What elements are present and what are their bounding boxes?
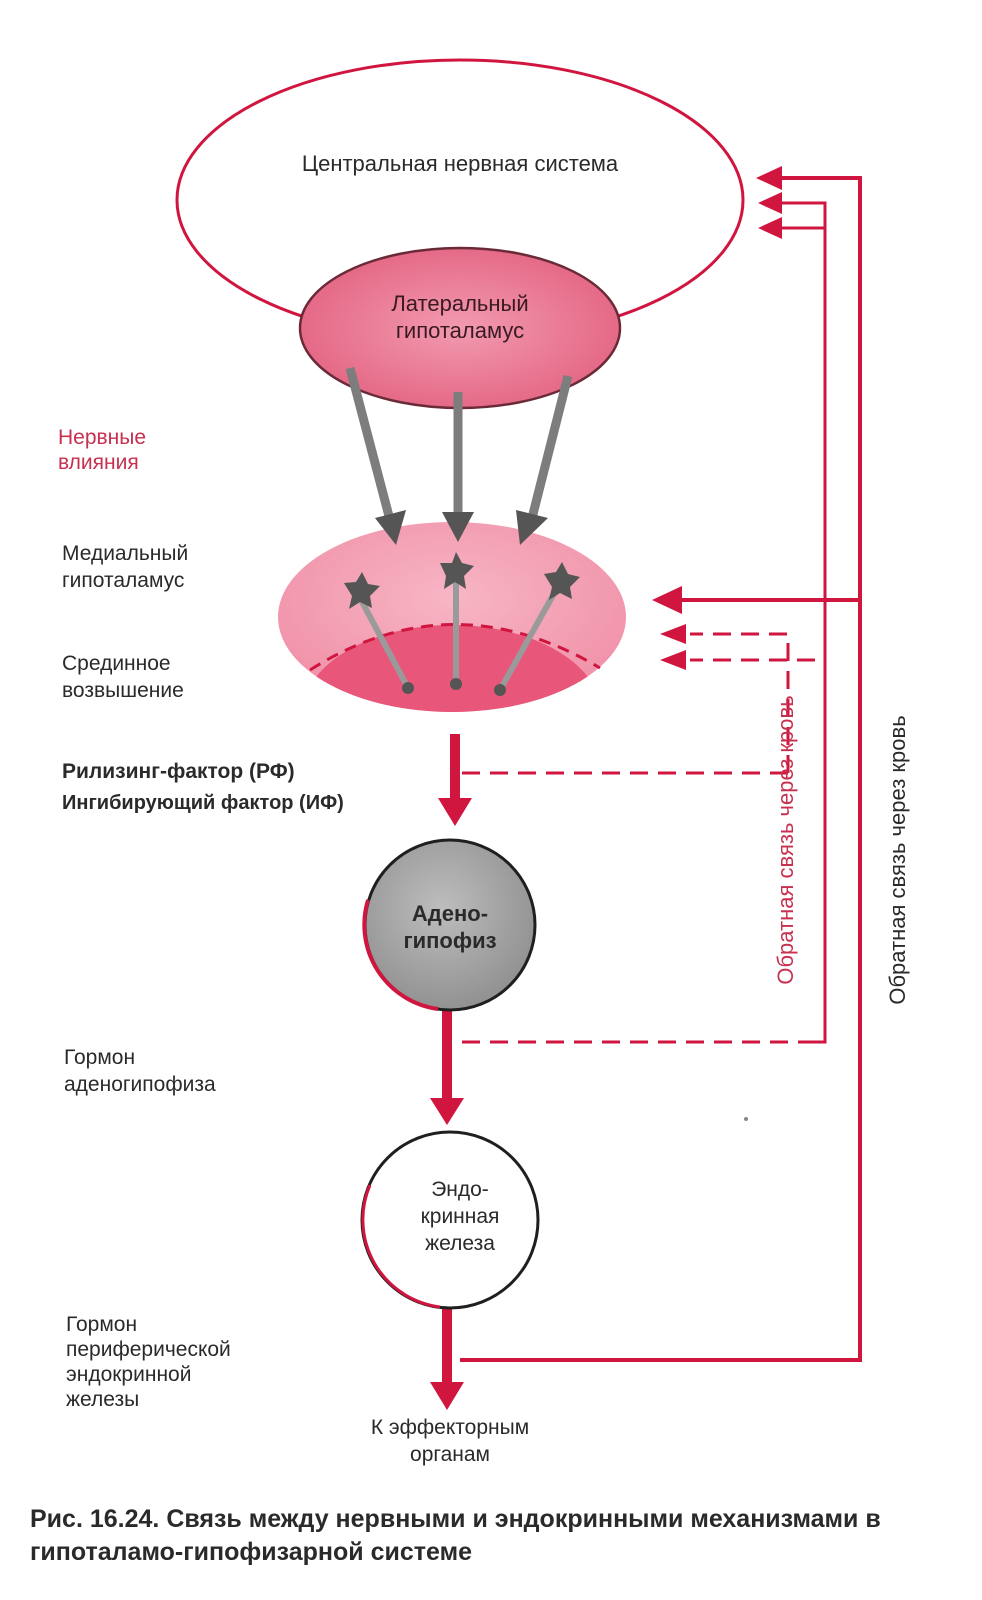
dashed-feedback xyxy=(462,632,827,1044)
neuron-body-middle xyxy=(440,552,474,589)
outer-feedback-line xyxy=(460,176,862,1362)
inner-feedback-arrowhead-2 xyxy=(758,217,782,239)
feedback-outer-label: Обратная связь через кровь xyxy=(885,715,910,1005)
median-eminence-label: Срединное возвышение xyxy=(62,652,184,702)
releasing-factor-label: Рилизинг-фактор (РФ) xyxy=(62,760,295,783)
neural-arrows xyxy=(345,366,573,545)
arrow-adeno-hormone-head xyxy=(430,1098,464,1125)
to-effectors-label: К эффекторным органам xyxy=(370,1416,530,1466)
neural-arrowhead-right xyxy=(516,510,548,545)
neuron-axon-right xyxy=(497,588,559,692)
adenohypophysis-label: Адено- гипофиз xyxy=(403,901,497,953)
inner-feedback-line xyxy=(780,201,827,1044)
neuron-body-right xyxy=(544,562,580,600)
neurons xyxy=(344,552,580,696)
neuron-body-left xyxy=(344,572,380,609)
outer-feedback-loop xyxy=(460,176,862,1362)
adenohypophysis-red-rim xyxy=(362,899,439,1011)
dashed-feedback-rf-vertical xyxy=(690,632,790,773)
figure-number: Рис. 16.24. xyxy=(30,1505,160,1533)
dashed-feedback-adeno-vertical xyxy=(690,658,827,1042)
cns-label: Центральная нервная система xyxy=(301,151,619,176)
neural-arrowhead-middle xyxy=(442,512,474,542)
neural-influences-label: Нервные влияния xyxy=(58,426,147,474)
endocrine-gland-label: Эндо- кринная железа xyxy=(420,1178,500,1255)
figure-caption: Рис. 16.24. Связь между нервными и эндок… xyxy=(30,1503,960,1569)
main-flow-arrows xyxy=(430,734,472,1410)
neural-arrow-right xyxy=(527,374,573,520)
neuron-terminal-right xyxy=(494,684,506,696)
inner-feedback-arrowhead-1 xyxy=(758,192,782,214)
neural-arrowhead-left xyxy=(375,510,406,545)
adenohypophysis-hormone-label: Гормон аденогипофиза xyxy=(64,1046,216,1096)
median-eminence-region xyxy=(302,625,602,712)
neural-arrow-left xyxy=(345,366,395,522)
stray-dot xyxy=(744,1117,748,1121)
arrow-rf-head xyxy=(438,798,472,826)
peripheral-hormone-label: Гормон периферической эндокринной железы xyxy=(66,1313,231,1411)
outer-feedback-arrowhead-cns xyxy=(756,166,782,190)
arrow-peripheral-head xyxy=(430,1382,464,1410)
neuron-axon-left xyxy=(357,596,411,690)
median-eminence-boundary xyxy=(309,623,601,672)
neuron-terminal-middle xyxy=(450,678,462,690)
inner-feedback-loop xyxy=(780,201,827,1044)
feedback-inner-label: Обратная связь через кровь xyxy=(773,695,798,985)
outer-feedback-arrowhead-medial xyxy=(652,586,682,614)
inhibiting-factor-label: Ингибирующий фактор (ИФ) xyxy=(62,792,344,814)
neuron-terminal-left xyxy=(402,682,414,694)
medial-hypothalamus-label: Медиальный гипоталамус xyxy=(62,542,189,592)
lateral-hypothalamus-label: Латеральный гипоталамус xyxy=(391,291,529,343)
dashed-feedback-arrowhead-2 xyxy=(660,650,686,670)
endocrine-gland-red-rim xyxy=(361,1184,441,1309)
dashed-feedback-arrowhead-1 xyxy=(660,624,686,644)
figure-caption-text: Связь между нервными и эндокринными меха… xyxy=(30,1505,881,1566)
